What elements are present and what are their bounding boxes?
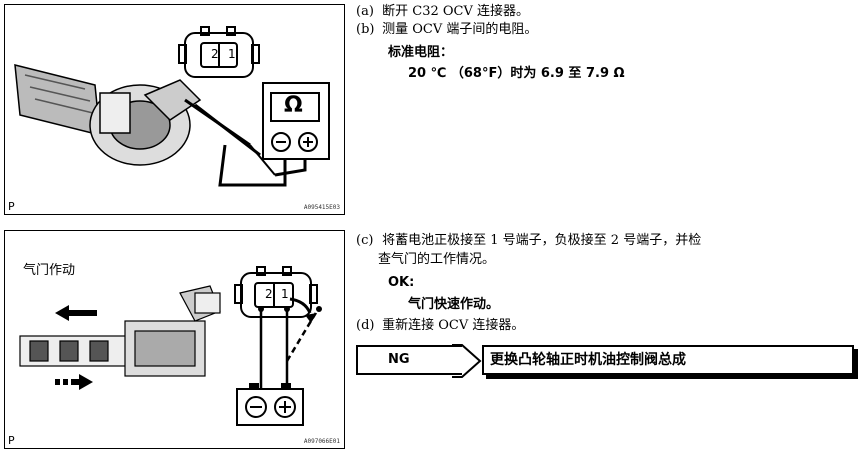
arrow-left-icon <box>55 305 97 321</box>
ocv-resistance-illustration <box>14 26 330 187</box>
figure-p-mark: P <box>8 200 15 213</box>
ng-arrow-icon <box>452 344 482 378</box>
figure-p-mark: P <box>8 434 15 447</box>
pin-2-label: 2 <box>265 287 273 301</box>
pin-1-label: 1 <box>228 47 236 61</box>
step-text: 断开 C32 OCV 连接器。 <box>382 4 530 19</box>
connector-face <box>178 26 260 78</box>
arrow-right-dashed-icon <box>55 374 93 390</box>
ok-value: 气门快速作动。 <box>408 297 500 312</box>
step-c-line2: 查气门的工作情况。 <box>378 252 496 267</box>
ocv-operation-illustration <box>19 266 322 426</box>
ng-result-box: 更换凸轮轴正时机油控制阀总成 <box>482 345 854 375</box>
step-text: 将蓄电池正极接至 1 号端子，负极接至 2 号端子，并检 <box>382 233 702 248</box>
step-text: 重新连接 OCV 连接器。 <box>382 318 525 333</box>
pin-1-label: 1 <box>281 287 289 301</box>
pin-2-label: 2 <box>211 47 219 61</box>
ocv-cross-section <box>19 285 221 377</box>
figure-valve-operation: 气门作动 <box>4 230 345 449</box>
figure-code: A095415E03 <box>303 204 340 211</box>
figure-code: A097066E01 <box>303 438 340 445</box>
connector-face <box>234 266 318 318</box>
standard-label: 标准电阻： <box>388 45 454 60</box>
standard-value: 20 ℃ （68°F）时为 6.9 至 7.9 Ω <box>408 66 625 81</box>
step-tag: (a) <box>356 4 374 19</box>
curved-arrow-icon <box>289 297 317 323</box>
step-tag: (c) <box>356 233 374 248</box>
ohmmeter <box>262 82 330 160</box>
ohm-symbol: Ω <box>284 93 303 118</box>
step-b: (b) 测量 OCV 端子间的电阻。 <box>356 21 537 38</box>
ok-label: OK: <box>388 275 415 290</box>
step-c: (c) 将蓄电池正极接至 1 号端子，负极接至 2 号端子，并检 <box>356 232 701 249</box>
figure-resistance-test: 2 1 Ω P A095415E03 <box>4 4 345 215</box>
ng-label: NG <box>356 345 462 375</box>
figure-title: 气门作动 <box>23 263 76 278</box>
battery-leads <box>259 309 319 389</box>
battery <box>236 383 304 426</box>
step-text: 测量 OCV 端子间的电阻。 <box>382 22 538 37</box>
step-tag: (d) <box>356 318 375 333</box>
step-tag: (b) <box>356 22 375 37</box>
step-a: (a) 断开 C32 OCV 连接器。 <box>356 3 529 20</box>
step-d: (d) 重新连接 OCV 连接器。 <box>356 317 524 334</box>
ng-result-row: NG 更换凸轮轴正时机油控制阀总成 <box>356 343 860 379</box>
ocv-valve <box>14 64 202 166</box>
